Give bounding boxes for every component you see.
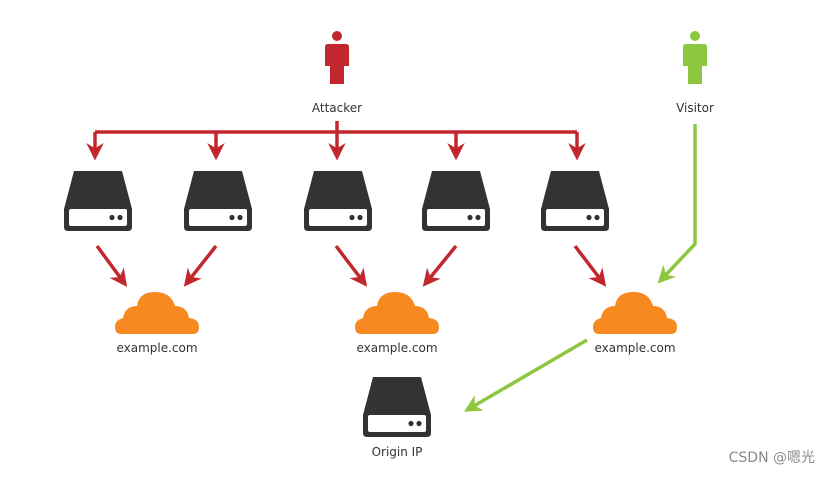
cloud-label: example.com [116, 341, 197, 355]
server-icon [541, 171, 609, 231]
visitor-icon [683, 31, 707, 84]
server-icon [64, 171, 132, 231]
visitor-arrows [463, 124, 697, 412]
watermark: CSDN @嗯光 [729, 450, 815, 466]
attacker-icon [325, 31, 349, 84]
cloud-icon [115, 292, 199, 334]
attacker-label: Attacker [312, 101, 362, 115]
cloud-to-origin-arrow [463, 338, 588, 412]
visitor-label: Visitor [676, 101, 714, 115]
cloud-icon [355, 292, 439, 334]
attacker-arrows [86, 121, 586, 161]
server-to-cloud-arrows [95, 244, 607, 287]
server-icon [304, 171, 372, 231]
cloud-icon [593, 292, 677, 334]
server-icon [422, 171, 490, 231]
origin-server-icon [363, 377, 431, 437]
server-icon [184, 171, 252, 231]
visitor-to-cloud-arrow [657, 124, 697, 284]
cloud-label: example.com [594, 341, 675, 355]
cloud-label: example.com [356, 341, 437, 355]
origin-label: Origin IP [372, 445, 423, 459]
